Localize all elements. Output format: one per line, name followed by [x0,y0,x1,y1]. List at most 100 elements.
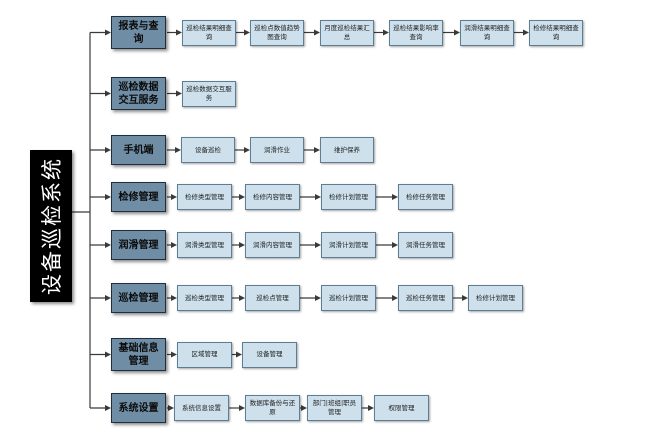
leaf-node: 润滑计划管理 [321,232,376,258]
category-node: 巡检数据交互服务 [111,77,166,110]
leaf-node: 巡检数据交互服务 [182,80,236,107]
leaf-label: 巡检结果明细查询 [186,23,232,41]
leaf-node: 巡检结果影响率查询 [389,19,443,46]
leaf-arrow [315,295,321,301]
leaf-arrow [301,405,307,411]
leaf-label: 巡检任务管理 [406,293,445,302]
leaf-label: 巡检点管理 [256,293,289,302]
leaf-label: 部门|班组|职员管理 [312,399,357,416]
leaf-arrow [171,295,177,301]
leaf-arrow [523,29,529,36]
leaf-arrow [239,405,245,411]
leaf-node: 巡检任务管理 [398,285,453,311]
branch-arrow [105,242,111,248]
leaf-arrow [171,242,177,248]
category-node: 手机端 [111,135,166,165]
leaf-arrow [176,29,182,36]
leaf-arrow [462,295,468,301]
leaf-arrow [239,194,245,200]
leaf-arrow [244,147,250,153]
category-node: 巡检管理 [111,283,166,313]
category-label: 手机端 [123,144,154,156]
leaf-label: 维护保养 [334,145,360,154]
leaf-node: 巡检点数值趋势图查询 [250,19,304,46]
category-label: 检修管理 [118,191,159,203]
leaf-label: 检修内容管理 [253,192,292,201]
leaf-arrow [171,351,177,358]
root-node: 设备巡检系统 [30,150,72,302]
leaf-label: 设备巡检 [195,145,221,154]
leaf-arrow [392,194,398,200]
leaf-node: 检修计划管理 [321,184,376,210]
leaf-node: 润滑内容管理 [245,232,300,258]
leaf-label: 检修结果明细查询 [533,23,579,41]
leaf-arrow [236,351,242,358]
leaf-arrow [175,147,181,153]
category-node: 报表与查询 [111,16,166,49]
leaf-node: 设备管理 [242,341,297,368]
leaf-label: 润滑计划管理 [329,240,368,249]
leaf-label: 润滑作业 [264,145,290,154]
category-label: 报表与查询 [118,20,159,45]
leaf-label: 巡检计划管理 [329,293,368,302]
leaf-arrow [368,405,374,411]
category-label: 巡检管理 [118,292,159,304]
leaf-label: 巡检数据交互服务 [186,84,232,102]
leaf-arrow [392,242,398,248]
leaf-arrow [171,194,177,200]
leaf-arrow [392,295,398,301]
leaf-arrow [239,242,245,248]
leaf-node: 巡检类型管理 [177,285,232,311]
leaf-label: 巡检类型管理 [185,293,224,302]
leaf-arrow [315,242,321,248]
leaf-label: 巡检点数值趋势图查询 [254,23,300,41]
leaf-node: 巡检点管理 [245,285,300,311]
leaf-label: 系统信息设置 [182,403,221,412]
leaf-node: 检修计划管理 [468,285,523,311]
leaf-node: 检修任务管理 [398,184,453,210]
leaf-node: 巡检结果明细查询 [182,19,236,46]
leaf-arrow [314,29,320,36]
leaf-node: 部门|班组|职员管理 [307,395,362,421]
leaf-arrow [315,194,321,200]
category-label: 系统设置 [118,402,159,414]
leaf-label: 检修计划管理 [476,293,515,302]
branch-arrow [105,29,111,36]
leaf-node: 区域管理 [177,341,232,368]
leaf-node: 润滑类型管理 [177,232,232,258]
branch-arrow [105,90,111,97]
leaf-node: 设备巡检 [181,137,235,163]
leaf-arrow [454,29,460,36]
leaf-label: 区域管理 [191,350,218,358]
leaf-node: 检修结果明细查询 [529,19,583,46]
leaf-label: 检修计划管理 [329,192,368,201]
leaf-label: 润滑类型管理 [185,240,224,249]
leaf-arrow [176,90,182,97]
leaf-label: 检修任务管理 [406,192,445,201]
leaf-node: 检修内容管理 [245,184,300,210]
leaf-arrow [244,29,250,36]
leaf-label: 数据库备份与还原 [249,399,296,416]
leaf-label: 润滑结果明细查询 [464,23,510,41]
category-node: 基础信息管理 [111,338,166,371]
leaf-node: 权限管理 [374,395,429,421]
leaf-node: 月度巡检结果汇总 [320,19,374,46]
branch-arrow [105,295,111,301]
leaf-node: 润滑结果明细查询 [460,19,514,46]
category-node: 检修管理 [111,182,166,212]
leaf-node: 润滑任务管理 [398,232,453,258]
leaf-node: 检修类型管理 [177,184,232,210]
leaf-label: 权限管理 [388,403,415,412]
leaf-label: 润滑任务管理 [406,240,445,249]
leaf-label: 巡检结果影响率查询 [393,23,439,41]
category-node: 系统设置 [111,393,166,423]
leaf-arrow [383,29,389,36]
branch-arrow [105,147,111,153]
branch-arrow [105,405,111,411]
leaf-label: 设备管理 [256,350,283,358]
leaf-label: 润滑内容管理 [253,240,292,249]
leaf-node: 系统信息设置 [174,395,229,421]
leaf-label: 检修类型管理 [185,192,224,201]
leaf-node: 维护保养 [320,137,374,163]
